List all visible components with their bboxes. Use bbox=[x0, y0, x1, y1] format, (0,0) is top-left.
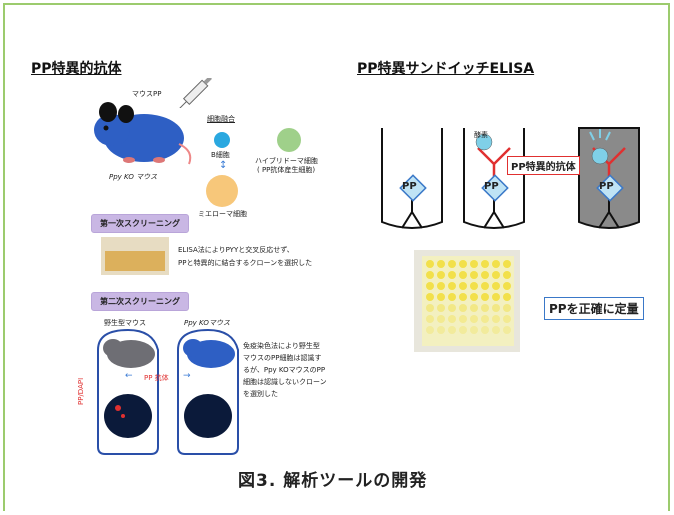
pp-label-2: PP bbox=[484, 181, 499, 192]
screen1-text-1: ELISA法によりPYYと交叉反応せず、 bbox=[178, 246, 294, 254]
ko-mouse-label-2: Ppy KOマウス bbox=[184, 319, 230, 327]
right-title: PP特異サンドイッチELISA bbox=[357, 61, 535, 77]
arrow-icon: ↕ bbox=[219, 160, 228, 171]
pp-specific-antibody-label: PP特異的抗体 bbox=[507, 156, 580, 175]
pp-label-1: PP bbox=[402, 181, 417, 192]
left-title: PP特異的抗体 bbox=[31, 61, 122, 77]
fusion-label: 細胞融合 bbox=[207, 115, 235, 123]
right-arrow-icon: → bbox=[183, 371, 191, 381]
myeloma-cell-icon bbox=[206, 175, 238, 207]
quantify-label: PPを正確に定量 bbox=[544, 297, 644, 320]
hybridoma-cell-icon bbox=[277, 128, 301, 152]
elisa-plate-image bbox=[414, 250, 520, 352]
screen1-plate-image bbox=[101, 237, 169, 275]
ko-mouse-label: Ppy KO マウス bbox=[109, 173, 158, 181]
screen1-text-2: PPと特異的に結合するクローンを選択した bbox=[178, 259, 313, 267]
wild-mouse-label: 野生型マウス bbox=[104, 319, 146, 327]
pp-label-3: PP bbox=[599, 181, 614, 192]
pp-diamond-2-icon bbox=[481, 174, 509, 202]
screen2-text-2: マウスのPP細胞は認識す bbox=[243, 354, 322, 362]
enzyme-label: 酵素 bbox=[474, 131, 488, 139]
pp-diamond-3-icon bbox=[596, 174, 624, 202]
left-arrow-icon: ← bbox=[125, 371, 133, 381]
b-cell-icon bbox=[214, 132, 230, 148]
syringe-label: マウスPP bbox=[132, 90, 162, 98]
screen2-text-4: 細胞は認識しないクローン bbox=[243, 378, 327, 386]
syringe-icon bbox=[176, 78, 212, 108]
panel-frame bbox=[3, 3, 670, 511]
ppdapi-label: PP/DAPI bbox=[77, 377, 85, 405]
pp-antibody-arrow-label: PP 抗体 bbox=[144, 374, 169, 382]
figure-caption: 図3. 解析ツールの開発 bbox=[238, 471, 428, 491]
screen2-text-1: 免疫染色法により野生型 bbox=[243, 342, 320, 350]
b-cell-label: B細胞 bbox=[211, 151, 230, 159]
ko-mouse-image bbox=[94, 102, 192, 165]
screen2-pill: 第二次スクリーニング bbox=[91, 292, 189, 311]
screen2-text-3: るが、Ppy KOマウスのPP bbox=[243, 366, 326, 374]
screen1-pill: 第一次スクリーニング bbox=[91, 214, 189, 233]
screen2-text-5: を選別した bbox=[243, 390, 278, 398]
myeloma-label: ミエローマ細胞 bbox=[198, 210, 247, 218]
hybridoma-sub: ( PP抗体産生細胞) bbox=[257, 166, 316, 174]
pp-diamond-1-icon bbox=[399, 174, 427, 202]
hybridoma-label: ハイブリドーマ細胞 bbox=[255, 157, 318, 165]
screen2-comparison-image bbox=[97, 328, 239, 455]
